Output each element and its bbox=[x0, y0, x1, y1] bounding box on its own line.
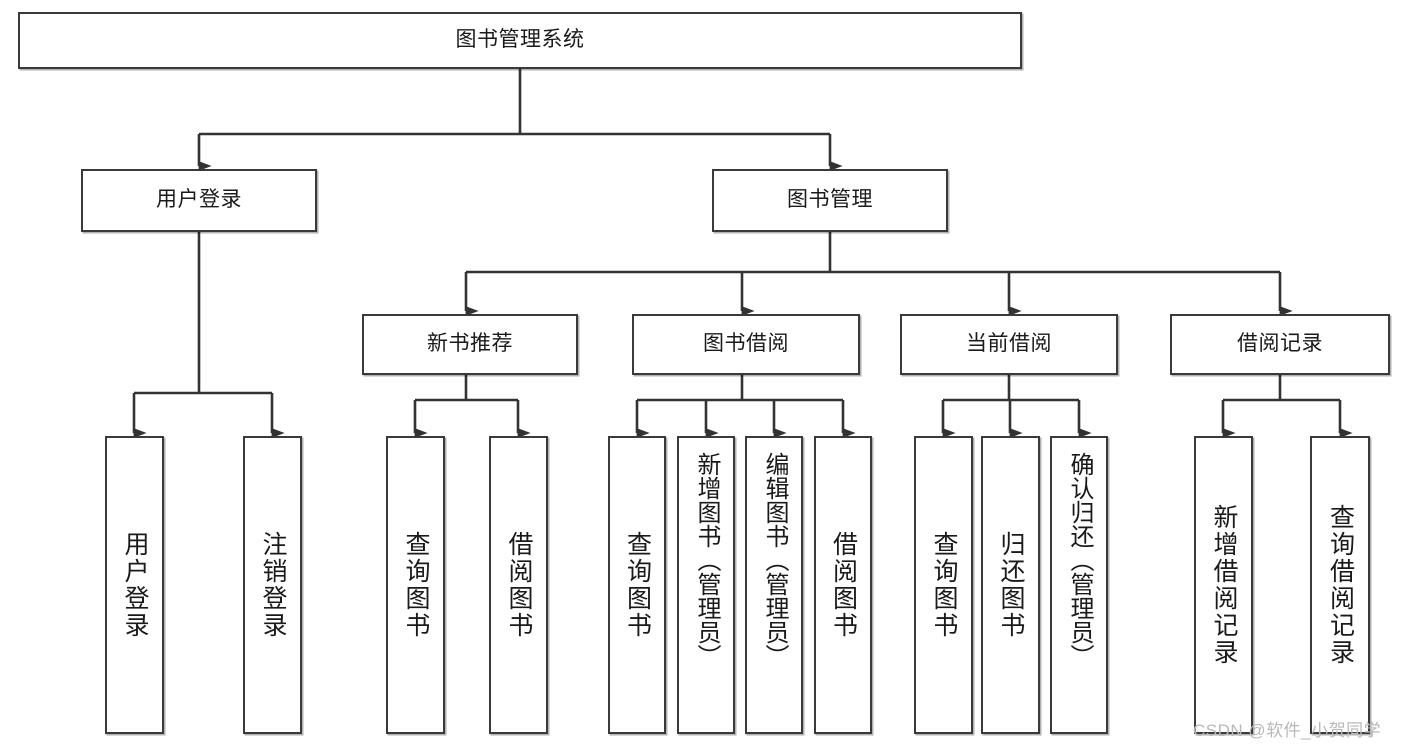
node-leaf-logout-login[interactable]: 注销登录 bbox=[243, 436, 302, 734]
node-leaf-add-record[interactable]: 新增借阅记录 bbox=[1194, 436, 1253, 734]
node-label: 新书推荐 bbox=[427, 332, 513, 356]
node-label: 查询图书 bbox=[930, 531, 958, 639]
node-label: 当前借阅 bbox=[966, 332, 1052, 356]
node-label: 查询图书 bbox=[623, 531, 652, 639]
node-label: 图书管理 bbox=[787, 188, 873, 212]
node-label: 查询借阅记录 bbox=[1326, 504, 1355, 666]
node-label: 用户登录 bbox=[121, 531, 149, 639]
node-leaf-query-book-1[interactable]: 查询图书 bbox=[386, 436, 445, 734]
node-new-book-recommend[interactable]: 新书推荐 bbox=[362, 314, 578, 375]
node-label: 注销登录 bbox=[259, 531, 287, 639]
node-borrow-record[interactable]: 借阅记录 bbox=[1170, 314, 1390, 375]
node-root-book-management-system[interactable]: 图书管理系统 bbox=[18, 12, 1022, 69]
node-leaf-query-book-2[interactable]: 查询图书 bbox=[608, 436, 666, 734]
node-label: 用户登录 bbox=[156, 188, 242, 212]
node-leaf-return-book[interactable]: 归还图书 bbox=[981, 436, 1040, 734]
node-leaf-add-book[interactable]: 新增图书（管理员） bbox=[677, 436, 735, 734]
node-label: 借阅图书 bbox=[829, 531, 858, 639]
node-book-borrow[interactable]: 图书借阅 bbox=[632, 314, 860, 375]
node-leaf-query-book-3[interactable]: 查询图书 bbox=[914, 436, 973, 734]
node-leaf-user-login[interactable]: 用户登录 bbox=[105, 436, 164, 734]
node-book-management[interactable]: 图书管理 bbox=[712, 169, 948, 232]
node-label: 查询图书 bbox=[402, 531, 430, 639]
node-label: 新增借阅记录 bbox=[1210, 504, 1238, 666]
node-leaf-edit-book[interactable]: 编辑图书（管理员） bbox=[745, 436, 803, 734]
node-leaf-query-record[interactable]: 查询借阅记录 bbox=[1310, 436, 1370, 734]
node-label: 图书借阅 bbox=[703, 332, 789, 356]
node-leaf-confirm-return[interactable]: 确认归还（管理员） bbox=[1050, 436, 1108, 734]
node-label: 新增图书（管理员） bbox=[693, 452, 720, 668]
node-label: 编辑图书（管理员） bbox=[761, 452, 788, 668]
node-label: 确认归还（管理员） bbox=[1066, 452, 1093, 668]
node-leaf-borrow-book-2[interactable]: 借阅图书 bbox=[814, 436, 872, 734]
node-user-login[interactable]: 用户登录 bbox=[81, 169, 317, 232]
node-label: 借阅记录 bbox=[1237, 332, 1323, 356]
node-label: 借阅图书 bbox=[505, 531, 533, 639]
node-current-borrow[interactable]: 当前借阅 bbox=[900, 314, 1118, 375]
node-label: 归还图书 bbox=[997, 531, 1025, 639]
node-leaf-borrow-book-1[interactable]: 借阅图书 bbox=[489, 436, 548, 734]
node-label: 图书管理系统 bbox=[455, 28, 585, 52]
csdn-watermark: CSDN @软件_小贺同学 bbox=[1193, 721, 1382, 740]
